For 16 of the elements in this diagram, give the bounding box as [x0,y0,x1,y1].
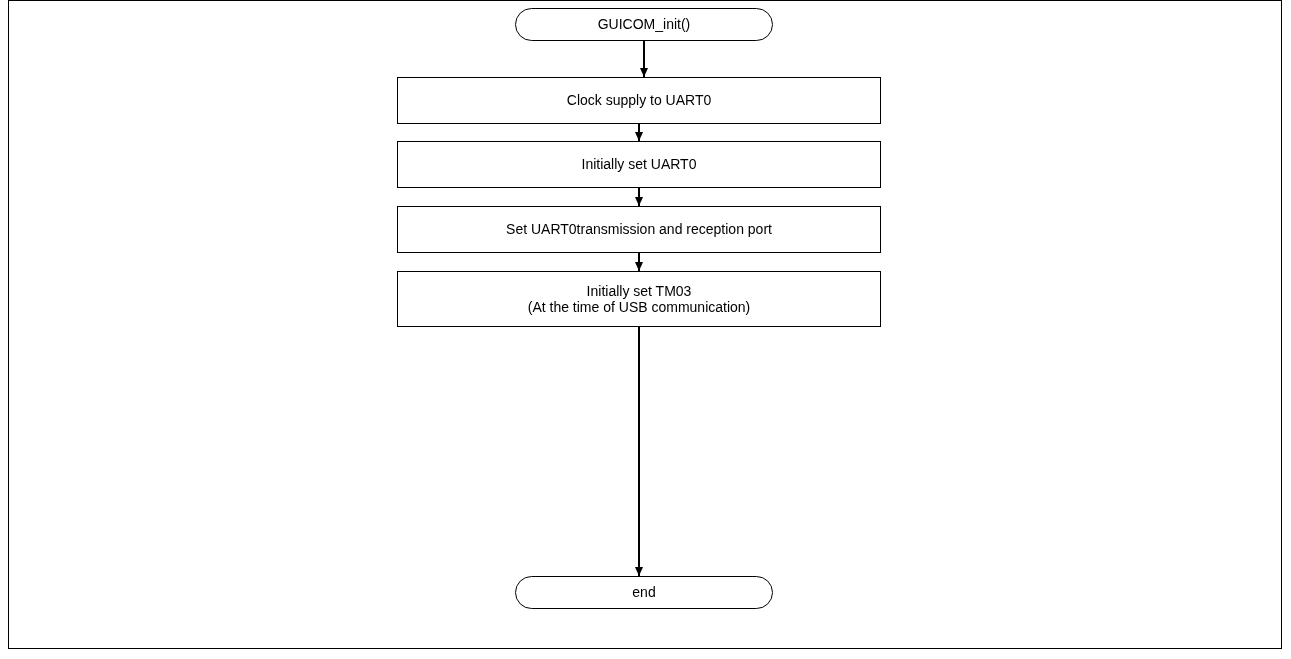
node-label: Initially set TM03 [586,282,692,299]
process-box [397,77,881,124]
arrow [635,187,643,207]
process-box [397,206,881,253]
arrow [635,252,643,272]
node-label: Clock supply to UART0 [566,92,712,109]
node-label: GUICOM_init() [597,16,691,33]
arrow [635,123,643,142]
process-box [397,271,881,327]
arrow [635,326,643,577]
node-label: Set UART0transmission and reception port [506,221,772,238]
process-box [397,141,881,188]
node-label: Initially set UART0 [581,156,697,173]
node-label: (At the time of USB communication) [527,299,751,316]
arrow [640,40,648,78]
node-label: end [632,584,656,601]
